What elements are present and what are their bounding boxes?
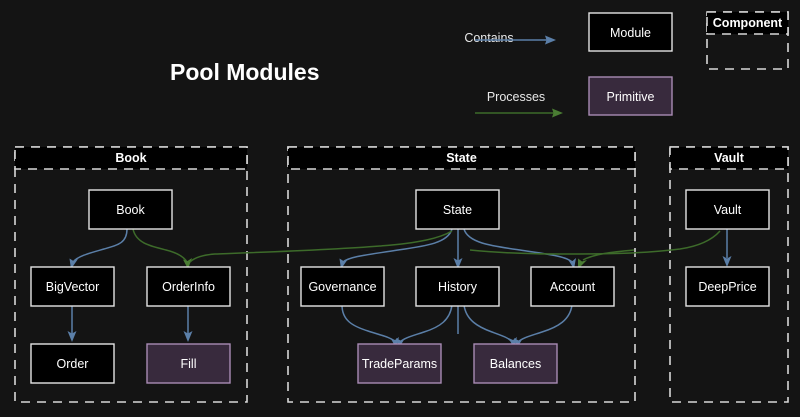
node-order-box[interactable] [30,343,115,384]
legend-edge-contains: Contains [464,31,556,45]
edge-account-balances [514,304,573,348]
node-governance-label: Governance [308,280,376,294]
node-fill-label: Fill [181,357,197,371]
node-tradeparams-label: TradeParams [362,357,437,371]
node-state-label: State [443,203,472,217]
legend-component-label: Component [713,16,783,30]
node-tradeparams-box[interactable] [357,343,442,384]
legend-contains-label: Contains [464,31,513,45]
cluster-vault: Vault [669,146,789,403]
node-fill[interactable]: Fill [146,343,231,384]
cluster-state: State [287,146,636,403]
node-bigvector-box[interactable] [30,266,115,307]
node-vault-box[interactable] [685,189,770,230]
edge-book-bigvector [69,228,128,269]
cluster-book-label: Book [115,151,146,165]
node-bigvector[interactable]: BigVector [30,266,115,307]
node-state[interactable]: State [415,189,500,230]
edge-history-tradeparams [396,304,453,348]
cluster-vault-frame [669,146,789,403]
node-book-box[interactable] [88,189,173,230]
node-order[interactable]: Order [30,343,115,384]
edge-vault-orderinfo-processes [469,230,721,255]
legend-edge-processes: Processes [475,90,563,118]
legend-shape-primitive: Primitive [588,76,673,116]
node-vault[interactable]: Vault [685,189,770,230]
node-tradeparams[interactable]: TradeParams [357,343,442,384]
node-account[interactable]: Account [530,266,615,307]
node-balances-label: Balances [490,357,541,371]
node-balances-box[interactable] [473,343,558,384]
legend-module-box [588,12,673,52]
node-history[interactable]: History [415,266,500,307]
cluster-book-header [14,146,248,170]
contains-arrow-icon [545,35,556,45]
node-deepprice[interactable]: DeepPrice [685,266,770,307]
node-deepprice-label: DeepPrice [698,280,756,294]
page-title: Pool Modules [170,59,320,85]
cluster-state-frame [287,146,636,403]
node-order-label: Order [57,357,89,371]
node-governance-box[interactable] [300,266,385,307]
node-account-box[interactable] [530,266,615,307]
node-account-label: Account [550,280,596,294]
edge-orderinfo-fill [183,305,193,342]
node-balances[interactable]: Balances [473,343,558,384]
edge-book-orderinfo-processes [132,228,192,269]
cluster-vault-header [669,146,789,170]
edge-state-governance [339,228,453,269]
node-governance[interactable]: Governance [300,266,385,307]
legend-processes-label: Processes [487,90,545,104]
node-book[interactable]: Book [88,189,173,230]
node-history-box[interactable] [415,266,500,307]
edge-state-orderinfo-processes [189,230,453,263]
cluster-state-header [287,146,636,170]
cluster-book: Book [14,146,248,403]
cluster-vault-label: Vault [714,151,745,165]
node-bigvector-label: BigVector [46,280,100,294]
legend-component-header [706,11,789,35]
edge-governance-tradeparams [341,304,399,348]
node-deepprice-box[interactable] [685,266,770,307]
node-orderinfo[interactable]: OrderInfo [146,266,231,307]
legend-module-label: Module [610,26,651,40]
legend-primitive-box [588,76,673,116]
node-history-label: History [438,280,478,294]
edge-bigvector-order [67,305,77,342]
node-state-box[interactable] [415,189,500,230]
node-vault-label: Vault [714,203,742,217]
node-orderinfo-box[interactable] [146,266,231,307]
legend-shape-component: Component [706,11,789,70]
processes-arrow-icon [552,108,563,118]
edge-state-account [463,228,576,269]
node-book-label: Book [116,203,145,217]
node-fill-box[interactable] [146,343,231,384]
cluster-state-label: State [446,151,477,165]
edge-history-balances [463,304,517,348]
edge-vault-deepprice [722,229,732,267]
legend-primitive-label: Primitive [607,90,655,104]
legend-shape-module: Module [588,12,673,52]
node-orderinfo-label: OrderInfo [162,280,215,294]
